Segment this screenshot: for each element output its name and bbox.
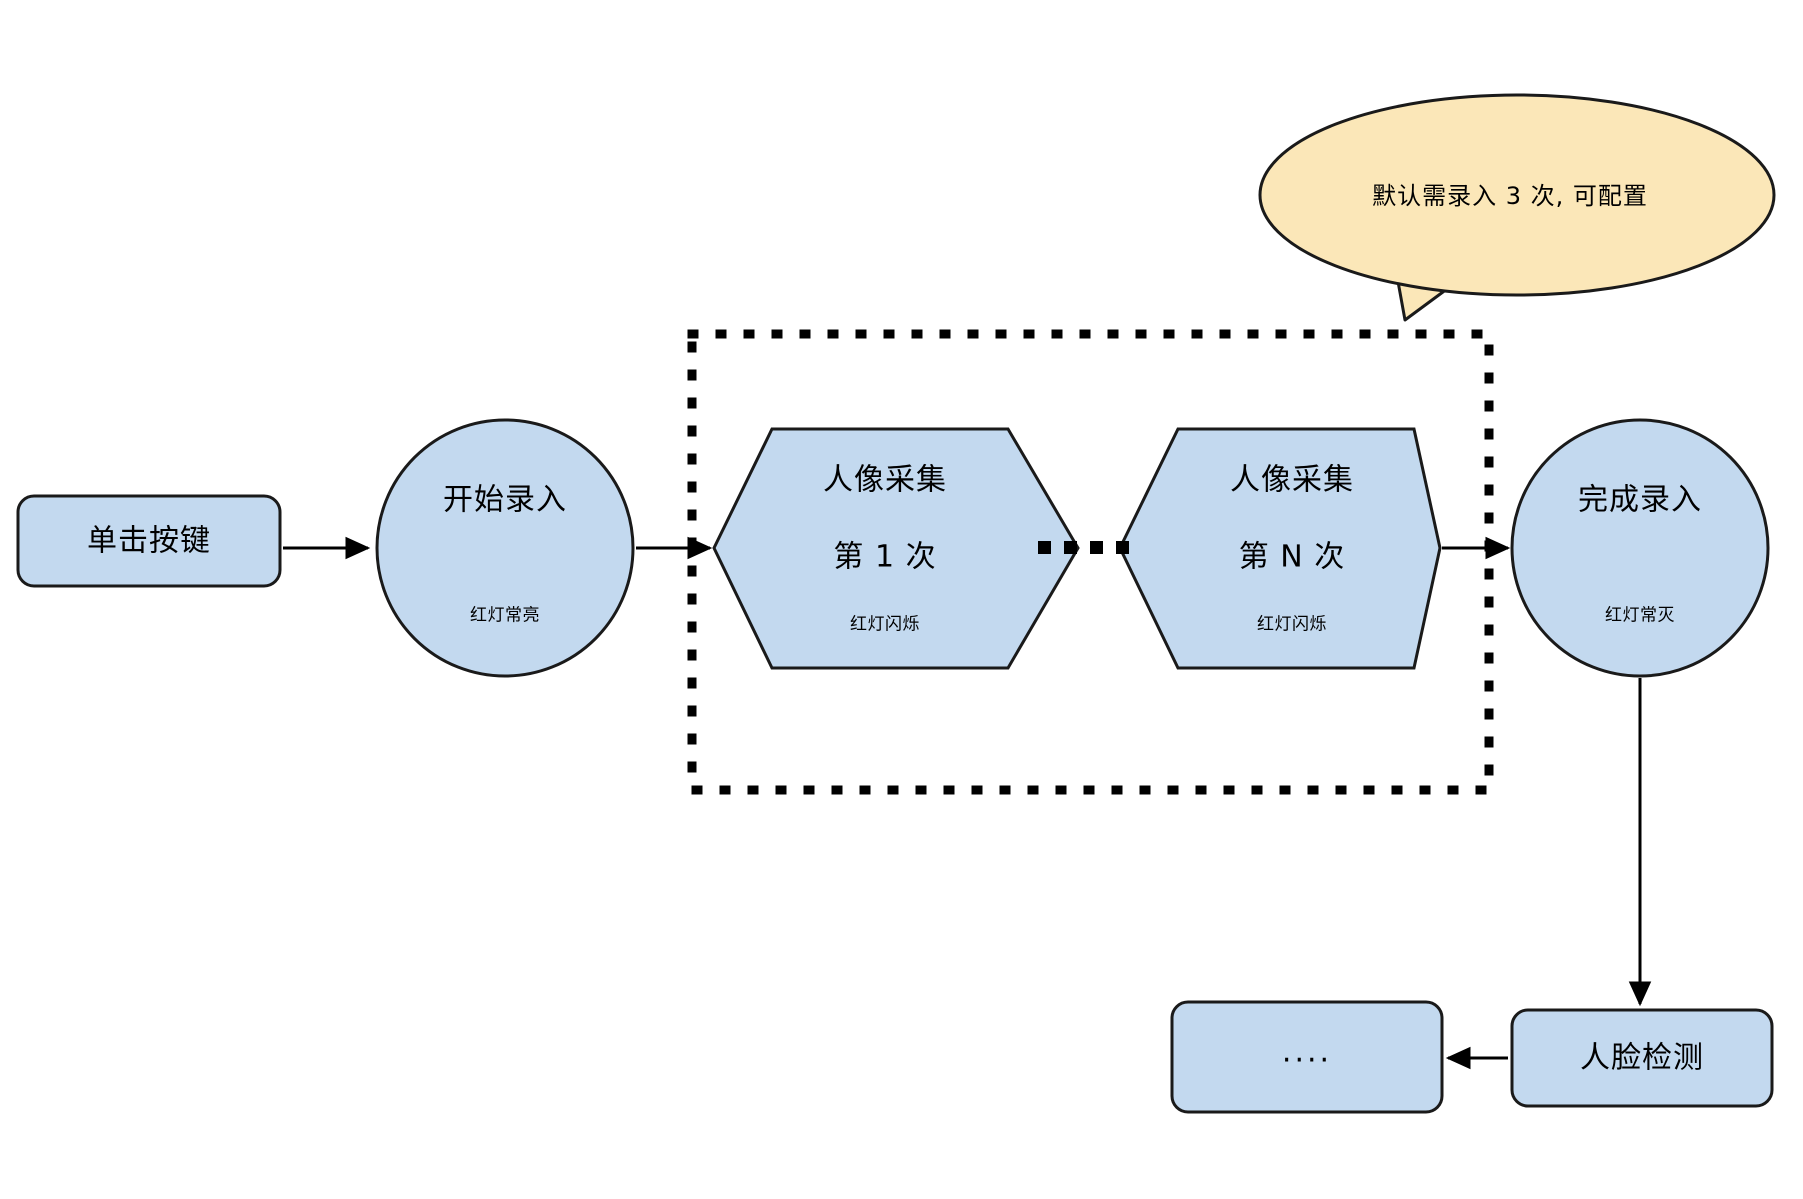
callout-bubble [1258, 93, 1776, 297]
node-capture-first-shape[interactable] [712, 427, 1080, 670]
callout-tail-cover [1398, 248, 1466, 280]
node-more-steps-shape[interactable] [1170, 1000, 1444, 1114]
node-start-enroll-shape[interactable] [375, 418, 635, 678]
hexagon-ellipsis-dots [1038, 541, 1129, 554]
node-capture-nth-shape[interactable] [1118, 427, 1442, 670]
node-finish-enroll-shape[interactable] [1510, 418, 1770, 678]
capture-loop-border [687, 329, 1494, 795]
node-face-detect-shape[interactable] [1510, 1008, 1774, 1108]
node-click-button-shape[interactable] [16, 494, 282, 588]
